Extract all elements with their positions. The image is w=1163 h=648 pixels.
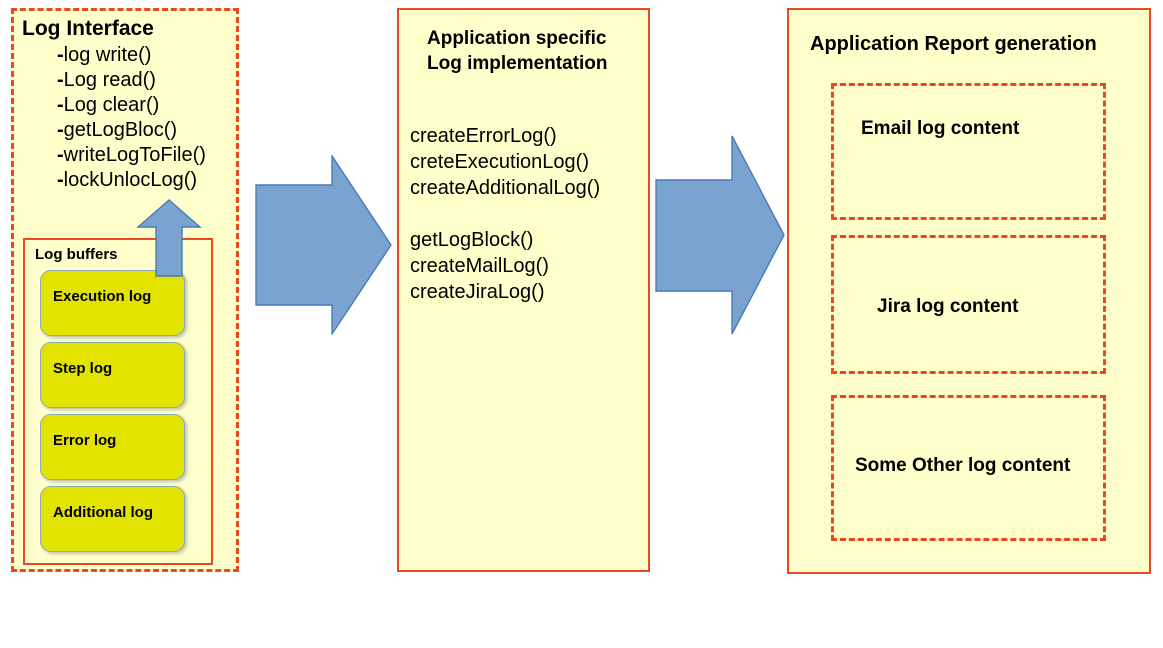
buffer-box-execution-log[interactable]: Execution log <box>40 270 185 336</box>
arrow-up-icon <box>136 199 202 277</box>
log-implementation-method: getLogBlock() <box>410 229 534 251</box>
log-implementation-method: createJiraLog() <box>410 281 545 303</box>
arrow-right-icon <box>655 135 785 335</box>
buffer-label: Error log <box>53 432 117 449</box>
report-box-label: Some Other log content <box>855 455 1071 476</box>
panel-log-interface: Log Interface -log write() -Log read() -… <box>11 8 239 572</box>
log-buffers-box: Log buffers Execution log Step log Error… <box>23 238 213 565</box>
buffer-box-additional-log[interactable]: Additional log <box>40 486 185 552</box>
report-box-label: Email log content <box>861 118 1020 139</box>
report-box-label: Jira log content <box>877 296 1019 317</box>
log-implementation-title-line-2: Log implementation <box>427 53 608 74</box>
log-interface-method: -lockUnlocLog() <box>57 169 198 191</box>
log-interface-title: Log Interface <box>22 17 154 40</box>
panel-report-generation: Application Report generation Email log … <box>787 8 1151 574</box>
report-box-email-log[interactable]: Email log content <box>831 83 1106 220</box>
buffer-label: Execution log <box>53 288 152 305</box>
buffer-label: Additional log <box>53 504 153 521</box>
log-interface-method-list: -log write() -Log read() -Log clear() -g… <box>57 43 206 193</box>
report-box-jira-log[interactable]: Jira log content <box>831 235 1106 374</box>
arrow-right-icon <box>255 155 392 335</box>
method-group-spacer <box>410 201 600 227</box>
log-implementation-method: createMailLog() <box>410 255 549 277</box>
report-generation-title: Application Report generation <box>810 33 1097 55</box>
log-implementation-title: Application specific Log implementation <box>427 26 608 76</box>
log-interface-method: -writeLogToFile() <box>57 144 206 166</box>
log-implementation-method: createErrorLog() <box>410 125 557 147</box>
log-interface-method: -Log read() <box>57 69 156 91</box>
log-implementation-title-line-1: Application specific <box>427 28 607 49</box>
log-interface-method: -log write() <box>57 44 152 66</box>
buffer-box-step-log[interactable]: Step log <box>40 342 185 408</box>
log-buffers-title: Log buffers <box>35 246 118 263</box>
log-implementation-method: createAdditionalLog() <box>410 177 601 199</box>
buffer-box-error-log[interactable]: Error log <box>40 414 185 480</box>
log-interface-method: -Log clear() <box>57 94 160 116</box>
buffer-label: Step log <box>53 360 113 377</box>
log-interface-method: -getLogBloc() <box>57 119 178 141</box>
panel-log-implementation: Application specific Log implementation … <box>397 8 650 572</box>
log-implementation-method: creteExecutionLog() <box>410 151 589 173</box>
report-box-some-other-log[interactable]: Some Other log content <box>831 395 1106 541</box>
log-implementation-method-list: createErrorLog() creteExecutionLog() cre… <box>410 123 600 305</box>
